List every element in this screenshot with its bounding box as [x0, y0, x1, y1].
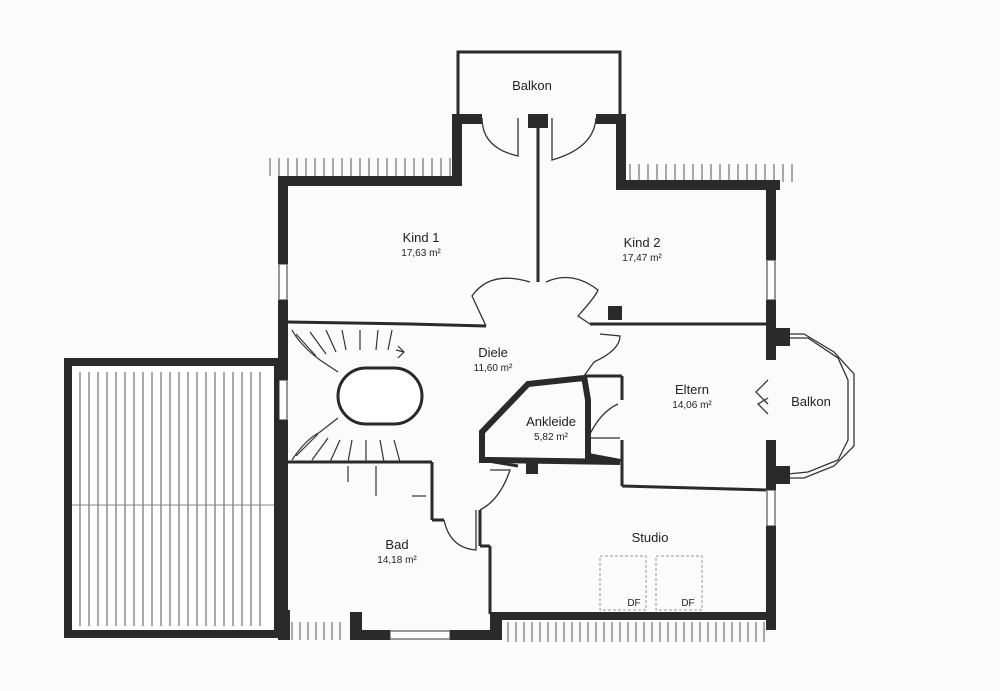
skylight-2-label: DF — [681, 598, 694, 609]
interior-walls — [287, 128, 768, 614]
room-kind1-area: 17,63 m² — [401, 248, 441, 259]
carport-roof — [64, 358, 282, 638]
doors — [347, 117, 621, 551]
room-studio-name: Studio — [632, 530, 669, 545]
room-balkon-right-name: Balkon — [791, 394, 831, 409]
roof-railing-bottom-left — [291, 622, 341, 640]
room-bad-name: Bad — [385, 537, 408, 552]
room-ankleide-area: 5,82 m² — [534, 432, 569, 443]
balcony-top-outline — [456, 50, 622, 118]
room-kind2-area: 17,47 m² — [622, 253, 662, 264]
room-ankleide-name: Ankleide — [526, 414, 576, 429]
skylights: DF DF — [599, 555, 703, 611]
skylight-1-label: DF — [627, 598, 640, 609]
exterior-walls — [278, 114, 780, 640]
skylight-2 — [655, 555, 703, 611]
room-eltern-name: Eltern — [675, 382, 709, 397]
windows — [278, 259, 776, 640]
roof-railing-bottom-right — [507, 622, 765, 642]
room-diele-name: Diele — [478, 345, 508, 360]
room-eltern-area: 14,06 m² — [672, 400, 712, 411]
room-kind2-name: Kind 2 — [624, 235, 661, 250]
room-labels: Balkon Kind 1 17,63 m² Kind 2 17,47 m² D… — [377, 78, 831, 566]
balcony-right-outline — [755, 328, 855, 484]
skylight-1 — [599, 555, 647, 611]
roof-railing-left — [269, 158, 451, 176]
room-kind1-name: Kind 1 — [403, 230, 440, 245]
roof-railing-right — [629, 164, 793, 182]
staircase — [291, 329, 424, 463]
room-diele-area: 11,60 m² — [474, 363, 513, 374]
room-bad-area: 14,18 m² — [377, 555, 417, 566]
room-balkon-top-name: Balkon — [512, 78, 552, 93]
